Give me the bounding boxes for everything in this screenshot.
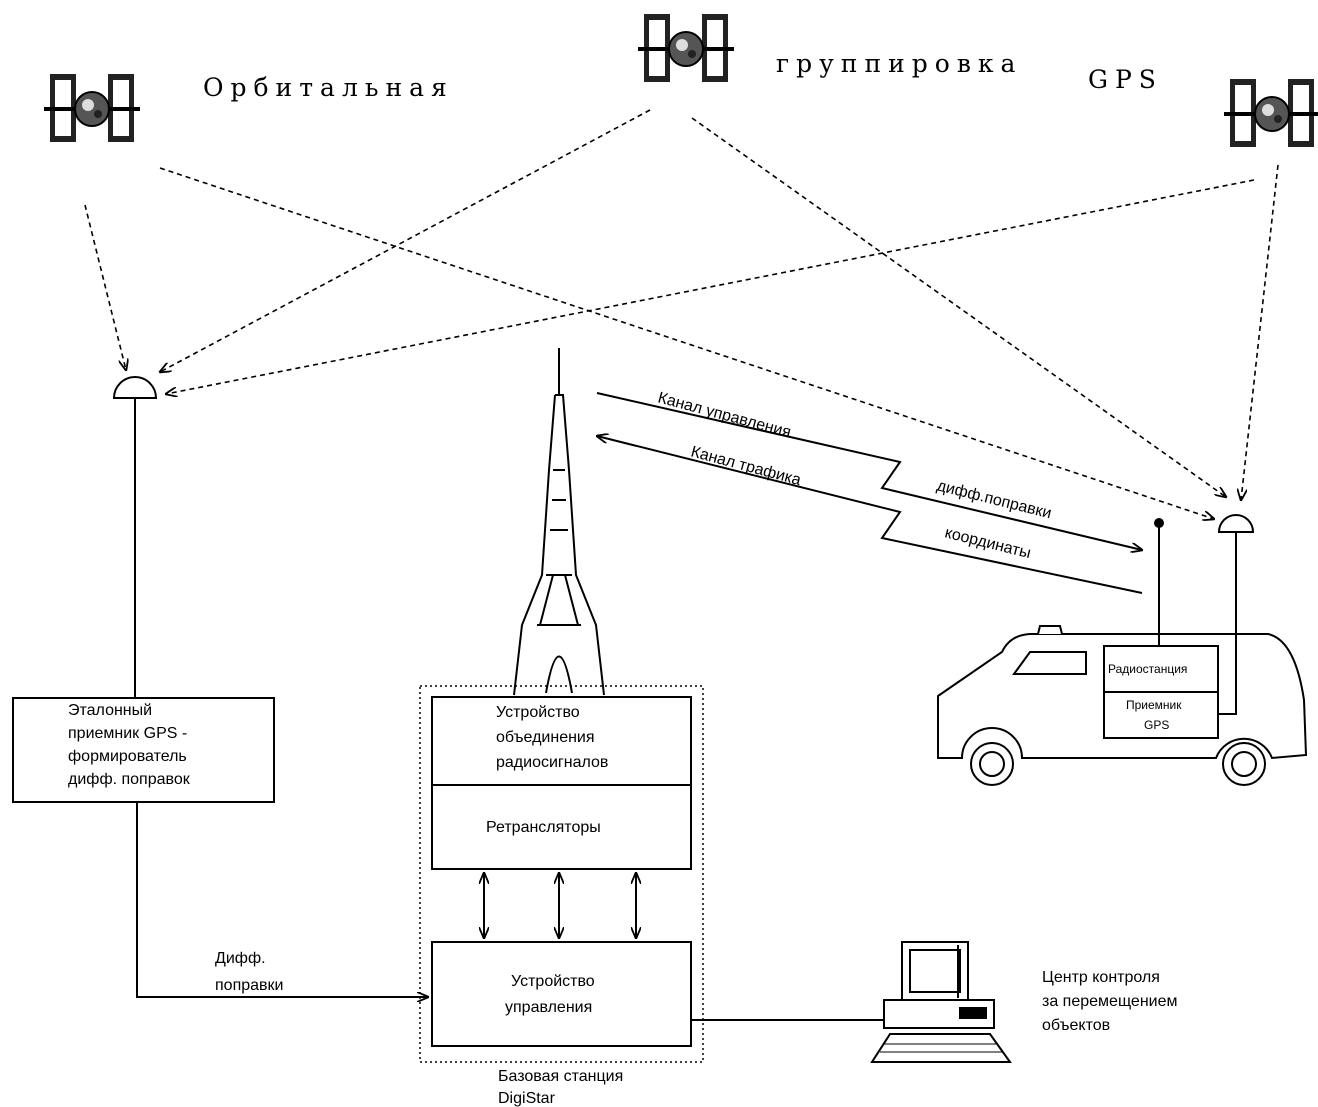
vehicle-radio-antenna-tip-icon [1154, 518, 1164, 528]
control-channel-line [596, 392, 1142, 550]
signal-left-to-vehicle [159, 167, 1214, 519]
vehicle-radio-label: Радиостанция [1108, 662, 1187, 676]
vehicle-receiver-line1: Приемник [1126, 698, 1182, 712]
computer-workstation-icon [870, 941, 1012, 1063]
signal-center-to-reference [160, 109, 651, 372]
combiner-unit-box [431, 696, 692, 786]
reference-receiver-line2: приемник GPS - [68, 725, 187, 742]
reference-receiver-line3: формирователь [68, 748, 187, 765]
vehicle-receiver-line2: GPS [1144, 718, 1169, 732]
radio-tower-icon [513, 348, 605, 696]
traffic-channel-line [597, 436, 1143, 594]
vehicle-gps-receiver-box [1103, 691, 1219, 739]
repeaters-unit-box [431, 784, 692, 870]
control-center-line3: объектов [1042, 1017, 1110, 1034]
diff-link-label-line2: поправки [215, 977, 283, 994]
combiner-unit-line2: объединения [496, 729, 595, 746]
control-center-line2: за перемещением [1042, 993, 1178, 1010]
base-station-caption-line2: DigiStar [498, 1090, 556, 1107]
satellite-left-icon [42, 72, 142, 144]
signal-center-to-vehicle [691, 117, 1226, 497]
reference-receiver-line4: дифф. поправок [68, 771, 191, 788]
signal-left-to-reference [84, 204, 126, 370]
reference-antenna-icon [112, 376, 158, 399]
coordinates-channel-label: координаты [943, 524, 1032, 562]
orbital-title-word2: группировка [776, 49, 1022, 78]
control-center-line1: Центр контроля [1042, 969, 1160, 986]
satellite-center-icon [636, 12, 736, 84]
orbital-title-word1: Орбитальная [203, 73, 454, 102]
control-unit-line1: Устройство [511, 973, 595, 990]
combiner-unit-line1: Устройство [496, 704, 580, 721]
combiner-unit-line3: радиосигналов [496, 754, 608, 771]
orbital-title-word3: GPS [1088, 65, 1163, 94]
control-unit-box [431, 941, 692, 1047]
reference-receiver-box [12, 697, 275, 803]
base-station-boundary [419, 685, 704, 1063]
traffic-channel-label: Канал трафика [689, 443, 803, 489]
vehicle-gps-antenna-icon [1217, 514, 1255, 533]
vehicle-radio-box [1103, 645, 1219, 693]
control-channel-label: Канал управления [656, 389, 793, 441]
diff-corrections-link [136, 802, 428, 997]
signal-right-to-reference [166, 179, 1255, 394]
control-unit-line2: управления [505, 999, 592, 1016]
vehicle-gps-antenna-cable [1218, 532, 1237, 715]
satellite-right-icon [1222, 77, 1318, 149]
signal-right-to-vehicle [1241, 164, 1279, 500]
reference-receiver-line1: Эталонный [68, 702, 152, 719]
diff-link-label-line1: Дифф. [215, 950, 266, 967]
base-station-caption-line1: Базовая станция [498, 1068, 623, 1085]
repeaters-unit-label: Ретрансляторы [486, 819, 601, 836]
